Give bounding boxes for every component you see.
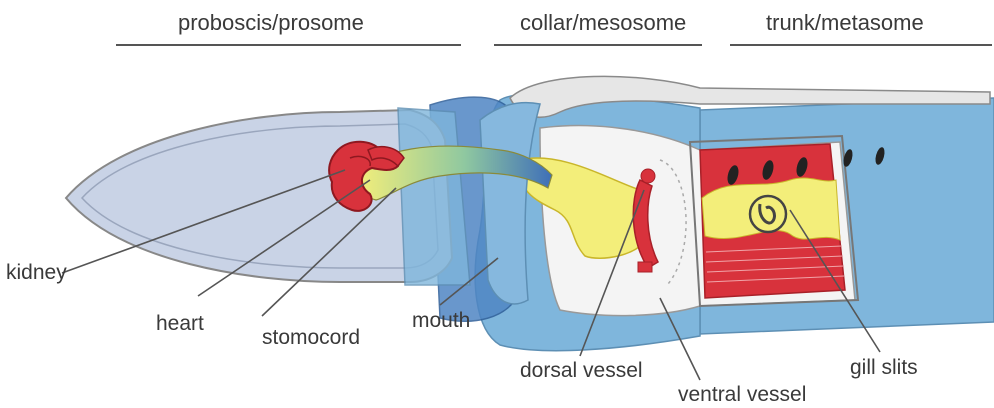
label-heart: heart [156, 313, 204, 334]
label-gill-slits: gill slits [850, 357, 918, 378]
label-stomocord: stomocord [262, 327, 360, 348]
label-ventral-vessel: ventral vessel [678, 384, 806, 405]
label-dorsal-vessel: dorsal vessel [520, 360, 643, 381]
label-kidney: kidney [6, 262, 67, 283]
proboscis-body [66, 108, 470, 285]
label-mouth: mouth [412, 310, 470, 331]
pharynx-cross-section [750, 196, 786, 232]
